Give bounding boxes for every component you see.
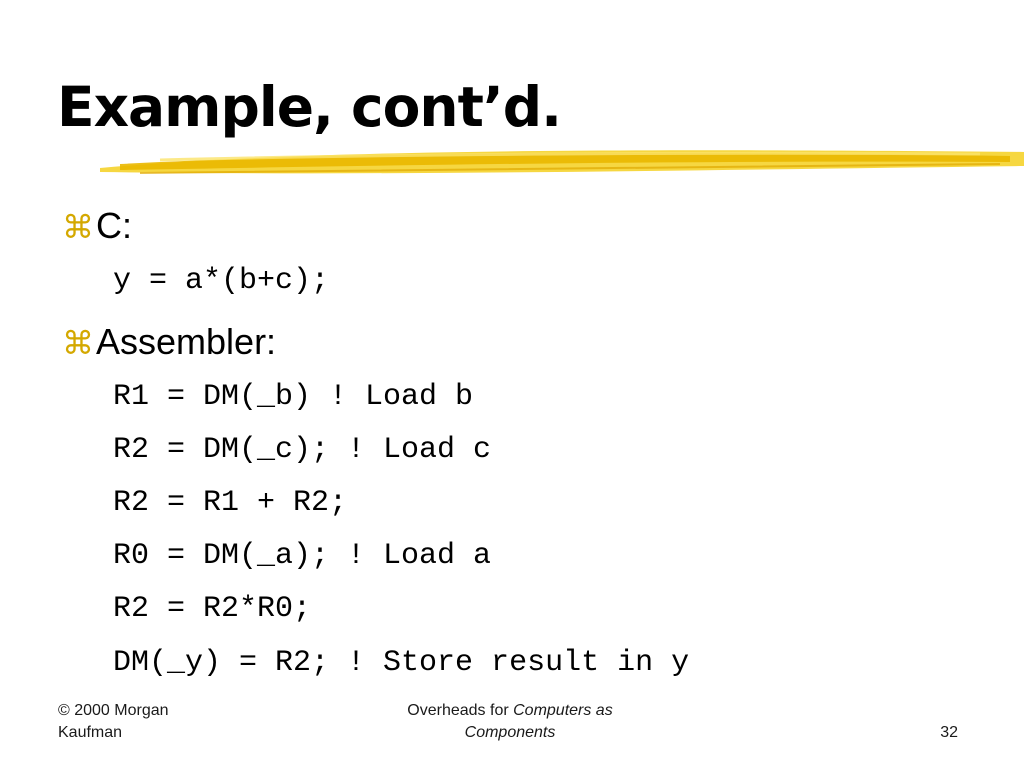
bullet-assembler: ⌘Assembler:	[62, 324, 276, 360]
command-key-icon: ⌘	[62, 325, 94, 361]
bullet-label: Assembler:	[96, 321, 277, 362]
slide-title: Example, cont’d.	[57, 75, 562, 139]
footer-book-title: Components	[464, 724, 556, 741]
footer-course: Overheads for Computers as Components	[340, 700, 680, 744]
copyright-line: Kaufman	[58, 724, 123, 741]
page-number: 32	[940, 724, 958, 741]
code-line: R0 = DM(_a); ! Load a	[113, 539, 492, 573]
bullet-label: C:	[96, 205, 132, 246]
footer-course-prefix: Overheads for	[407, 702, 514, 719]
highlighter-underline	[100, 150, 1024, 174]
command-key-icon: ⌘	[62, 209, 94, 245]
code-line: DM(_y) = R2; ! Store result in y	[113, 646, 690, 680]
code-line: R2 = DM(_c); ! Load c	[113, 433, 492, 467]
code-line: R1 = DM(_b) ! Load b	[113, 380, 474, 414]
code-line: R2 = R2*R0;	[113, 592, 312, 626]
copyright-line: © 2000 Morgan	[58, 702, 169, 719]
footer-book-title: Computers as	[513, 702, 613, 719]
bullet-c: ⌘C:	[62, 208, 132, 244]
code-line: y = a*(b+c);	[113, 264, 330, 298]
code-line: R2 = R1 + R2;	[113, 486, 348, 520]
footer-copyright: © 2000 Morgan Kaufman	[58, 700, 258, 744]
